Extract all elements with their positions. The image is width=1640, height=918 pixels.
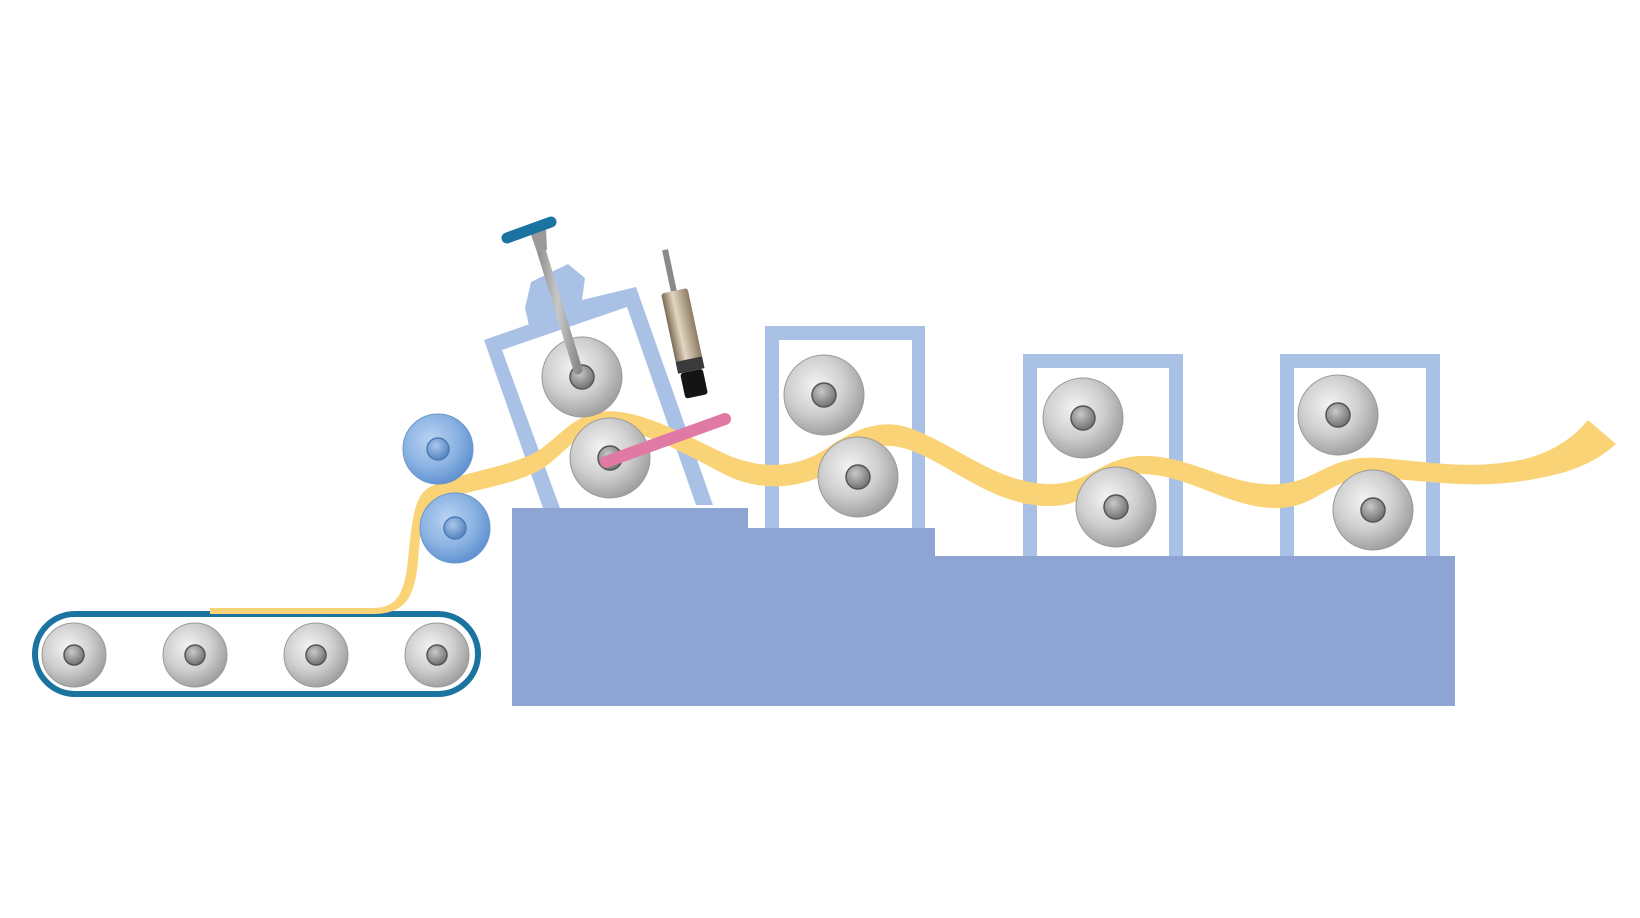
feed-roller-bottom-hub: [443, 516, 467, 540]
stand-1-roller-bottom: [817, 436, 899, 518]
stand-1-roller-top-hub: [811, 382, 837, 408]
stand-2-roller-top: [1042, 377, 1124, 459]
conveyor-roller-3-hub: [305, 644, 327, 666]
stand-3-roller-top: [1297, 374, 1379, 456]
stand-3-roller-top-hub: [1325, 402, 1351, 428]
stand-3-roller-bottom-hub: [1360, 497, 1386, 523]
stand-frame-outline: [484, 287, 713, 508]
stand-2-roller-bottom: [1075, 466, 1157, 548]
feed-roller-top: [402, 413, 474, 485]
stand-2-roller-top-hub: [1070, 405, 1096, 431]
conveyor-roller-2-hub: [184, 644, 206, 666]
stand-1-roller-bottom-hub: [845, 464, 871, 490]
conveyor-roller-4: [404, 622, 470, 688]
stand-2-roller-bottom-hub: [1103, 494, 1129, 520]
indicator-pointer: [600, 413, 731, 468]
stand-1-roller-top: [783, 354, 865, 436]
t-handle-icon[interactable]: [501, 216, 557, 244]
conveyor-roller-3: [283, 622, 349, 688]
rollers: [41, 336, 1414, 688]
adjustment-handle: [501, 216, 583, 375]
feed-roller-bottom: [419, 492, 491, 564]
machine-base: [512, 508, 1455, 706]
handle-stem: [533, 235, 583, 375]
tilted-stand-roller-top: [541, 336, 623, 418]
feed-roller-top-hub: [426, 437, 450, 461]
conveyor-roller-2: [162, 622, 228, 688]
handle-collar: [530, 228, 547, 252]
conveyor-roller-1: [41, 622, 107, 688]
conveyor-roller-1-hub: [63, 644, 85, 666]
proximity-sensor: [661, 249, 708, 399]
stand-3-roller-bottom: [1332, 469, 1414, 551]
conveyor-roller-4-hub: [426, 644, 448, 666]
